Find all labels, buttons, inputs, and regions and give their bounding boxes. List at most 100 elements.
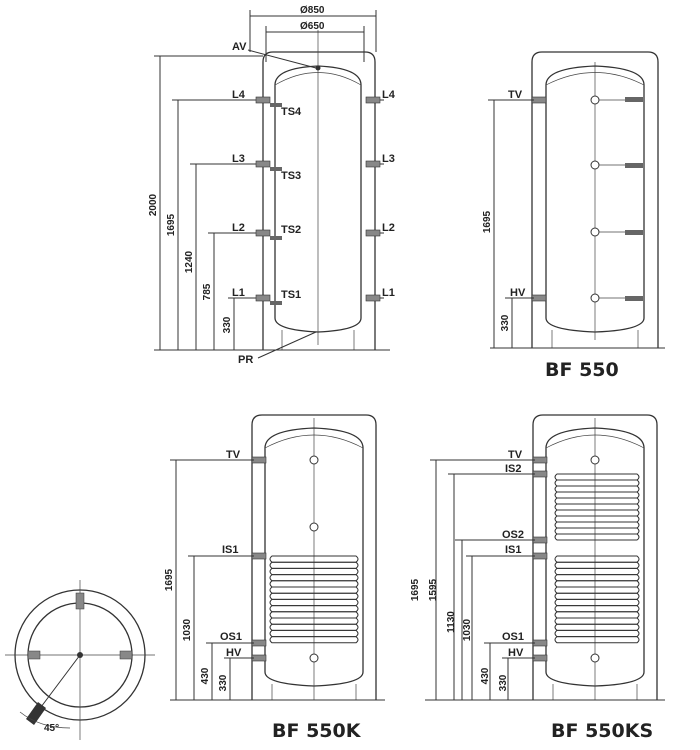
bf550k-title: BF 550K [272, 720, 362, 742]
diagram-bf550k: TV IS1 OS1 HV 1695 1030 430 330 BF 550K [164, 414, 385, 742]
diagram-bf550: TV HV 1695 330 BF 550 [482, 51, 665, 381]
coil-turn [554, 598, 640, 607]
bf550k-label-is1: IS1 [222, 544, 239, 556]
bf550-sensor-wells [590, 95, 643, 303]
label-av: AV [232, 41, 247, 53]
plan-angle-line [34, 654, 81, 716]
label-l4-left: L4 [232, 89, 246, 101]
label-l2-left: L2 [232, 222, 245, 234]
bf550ks-label-is1: IS1 [505, 544, 522, 556]
bf550-dim-1695: 1695 [482, 210, 493, 233]
coil-turn [554, 586, 640, 594]
bf550-hv-port [531, 294, 547, 302]
coil-turn [554, 617, 640, 625]
bf550ks-label-os1: OS1 [502, 631, 524, 643]
label-l3-right: L3 [382, 153, 395, 165]
label-l2-right: L2 [382, 222, 395, 234]
bf550ks-dim-1030: 1030 [462, 618, 473, 641]
bf550ks-dim-1595: 1595 [428, 578, 439, 601]
label-l3-left: L3 [232, 153, 245, 165]
bf550k-skirt [271, 684, 357, 700]
coil-turn [554, 605, 640, 613]
coil-turn [554, 623, 640, 631]
bf550k-label-os1: OS1 [220, 631, 242, 643]
bf550ks-label-tv: TV [508, 449, 523, 461]
coil-turn [554, 574, 640, 582]
bf550k-heat-coil [269, 555, 359, 644]
bf550-label-hv: HV [510, 287, 526, 299]
bf550k-label-hv: HV [226, 647, 242, 659]
bf550-tv-port [531, 96, 547, 104]
plan-view: 45° [5, 580, 155, 740]
bf550-jacket [531, 51, 659, 348]
label-ts4: TS4 [281, 106, 302, 118]
bf550k-dim-1030: 1030 [182, 618, 193, 641]
leader-av [247, 49, 317, 69]
bf550-title: BF 550 [545, 359, 619, 381]
label-l4-right: L4 [382, 89, 396, 101]
coil-turn [554, 629, 640, 638]
bf550ks-title: BF 550KS [551, 720, 653, 742]
main-connection-levels [172, 96, 384, 305]
bf550k-jacket [251, 414, 377, 700]
label-ts1: TS1 [281, 289, 301, 301]
bf550ks-dim-1695: 1695 [410, 578, 421, 601]
label-ts3: TS3 [281, 170, 301, 182]
coil-turn [554, 555, 640, 563]
coil-turn [554, 533, 640, 541]
main-vertical-dims [154, 55, 263, 351]
plan-angle-label: 45° [44, 723, 59, 734]
bf550ks-label-os2: OS2 [502, 529, 524, 541]
dim-330: 330 [222, 316, 233, 333]
coil-turn [554, 521, 640, 529]
dim-785: 785 [202, 283, 213, 300]
coil-turn [554, 479, 640, 487]
dia-outer-label: Ø850 [300, 5, 325, 16]
coil-turn [554, 503, 640, 511]
bf550-label-tv: TV [508, 89, 523, 101]
bf550ks-upper-coil [554, 473, 640, 541]
main-jacket-outline [262, 51, 376, 350]
label-l1-left: L1 [232, 287, 245, 299]
diagram-bf550ks: TV IS2 OS2 IS1 OS1 HV 1695 1595 1130 103… [410, 414, 665, 742]
coil-turn [269, 636, 359, 644]
label-ts2: TS2 [281, 224, 301, 236]
coil-turn [554, 561, 640, 569]
main-skirt [281, 330, 355, 350]
diagram-main: Ø850 Ø650 AV [148, 5, 396, 366]
bf550ks-lower-coil [554, 555, 640, 644]
bf550ks-dim-330: 330 [498, 674, 509, 691]
av-port [315, 65, 321, 71]
coil-turn [554, 473, 640, 481]
coil-turn [554, 580, 640, 588]
coil-turn [554, 567, 640, 576]
bf550ks-skirt [552, 684, 638, 700]
bf550k-dim-430: 430 [200, 667, 211, 684]
bf550ks-label-is2: IS2 [505, 463, 522, 475]
coil-turn [554, 515, 640, 523]
dia-inner-label: Ø650 [300, 21, 325, 32]
bf550ks-dim-1130: 1130 [446, 611, 457, 633]
coil-turn [554, 509, 640, 517]
label-pr: PR [238, 354, 253, 366]
bf550k-dim-1695: 1695 [164, 568, 175, 591]
bf550k-dim-330: 330 [218, 674, 229, 691]
coil-turn [554, 592, 640, 600]
bf550-dim-330: 330 [500, 314, 511, 331]
bf550k-label-tv: TV [226, 449, 241, 461]
leader-pr [257, 331, 317, 359]
coil-turn [554, 497, 640, 505]
label-l1-right: L1 [382, 287, 395, 299]
coil-turn [554, 611, 640, 619]
bf550ks-jacket [532, 414, 658, 700]
dim-1695: 1695 [166, 213, 177, 236]
bf550ks-label-hv: HV [508, 647, 524, 659]
bf550-skirt [551, 330, 639, 348]
plan-angle-arc [19, 711, 71, 729]
coil-turn [554, 527, 640, 535]
bf550ks-dim-430: 430 [480, 667, 491, 684]
coil-turn [554, 485, 640, 493]
dim-2000: 2000 [148, 193, 159, 216]
coil-turn [554, 636, 640, 644]
